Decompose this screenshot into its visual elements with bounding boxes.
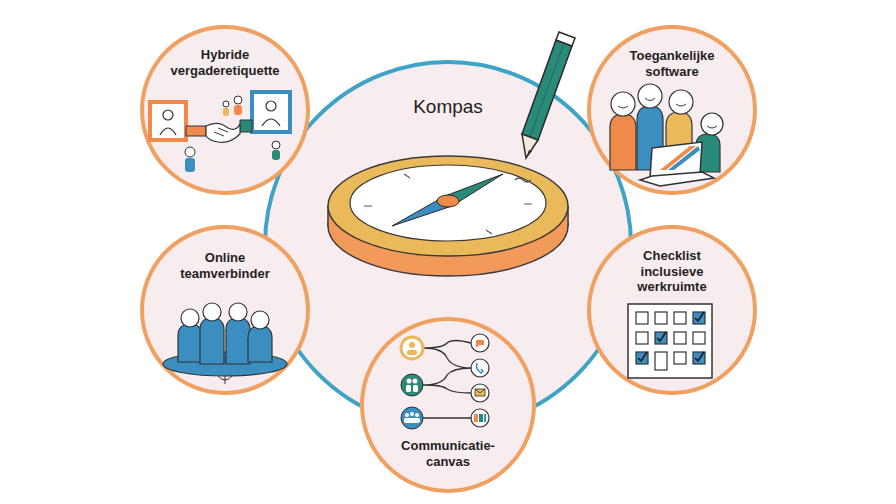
topic-circle: Online teamverbinder — [140, 225, 310, 395]
people-laptop-illustration — [610, 84, 723, 186]
handshake-illustration — [150, 92, 290, 172]
topic-label: Toegankelijke software — [612, 48, 732, 79]
communication-illustration — [401, 334, 489, 429]
pencil-illustration — [522, 32, 575, 158]
topic-label: Checklist inclusieve werkruimte — [628, 248, 716, 295]
topic-circle: Toegankelijke software — [587, 25, 757, 195]
topic-circle: Communicatie- canvas — [360, 317, 536, 493]
compass-illustration — [328, 156, 568, 276]
diagram-title: Kompas — [368, 96, 528, 119]
topic-label: Hybride vergaderetiquette — [155, 47, 295, 78]
topic-circle: Checklist inclusieve werkruimte — [587, 225, 757, 395]
team-illustration — [163, 303, 287, 384]
topic-circle: Hybride vergaderetiquette — [140, 25, 310, 195]
topic-label: Online teamverbinder — [169, 250, 281, 281]
topic-label: Communicatie- canvas — [394, 438, 502, 469]
building-illustration — [628, 304, 712, 378]
